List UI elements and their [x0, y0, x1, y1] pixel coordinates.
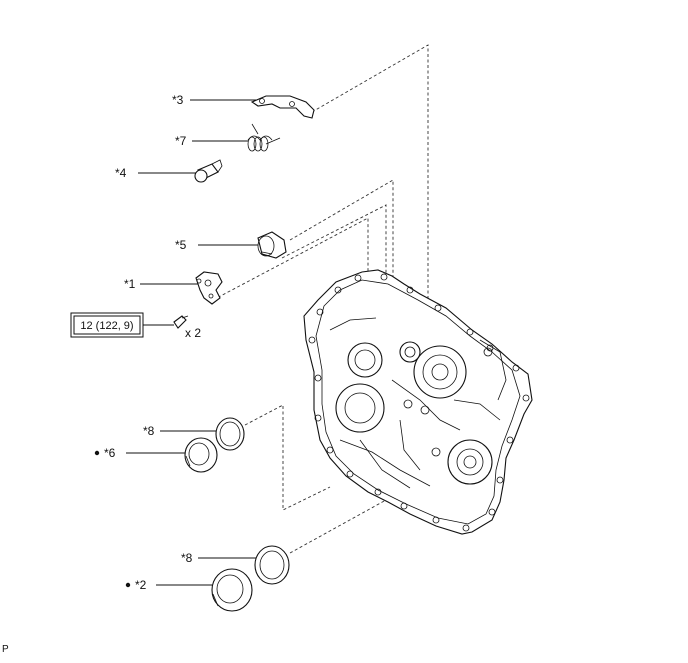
label-part-6: *6 — [104, 446, 116, 460]
transaxle-housing — [303, 269, 533, 535]
part-5-bushing — [257, 231, 287, 259]
figure-code: P — [2, 644, 9, 655]
part-6-seal — [184, 437, 218, 473]
part-1-lever — [195, 271, 223, 305]
label-part-5: *5 — [175, 238, 187, 252]
torque-value: 12 (122, 9) — [80, 320, 133, 332]
label-part-8-lower: *8 — [181, 551, 193, 565]
label-part-1: *1 — [124, 277, 136, 291]
part-2-seal — [211, 568, 253, 612]
part-8-upper-ring — [215, 417, 245, 451]
label-part-8-upper: *8 — [143, 424, 155, 438]
bolt — [173, 315, 189, 329]
part-3-bracket — [250, 95, 315, 119]
bolt-quantity: x 2 — [185, 326, 201, 340]
callout-labels: *3 *7 *4 *5 *1 *8 *6 *8 *2 — [94, 93, 193, 592]
part-8-lower-ring — [254, 545, 290, 585]
label-part-3: *3 — [172, 93, 184, 107]
label-part-4: *4 — [115, 166, 127, 180]
part-7-spring — [247, 123, 281, 152]
label-part-7: *7 — [175, 134, 187, 148]
label-part-2: *2 — [135, 578, 147, 592]
torque-spec: 12 (122, 9) x 2 — [70, 312, 201, 340]
bullet-icon — [125, 582, 131, 588]
bullet-icon — [94, 450, 100, 456]
part-4-pin — [194, 159, 223, 183]
leader-lines — [126, 99, 258, 586]
